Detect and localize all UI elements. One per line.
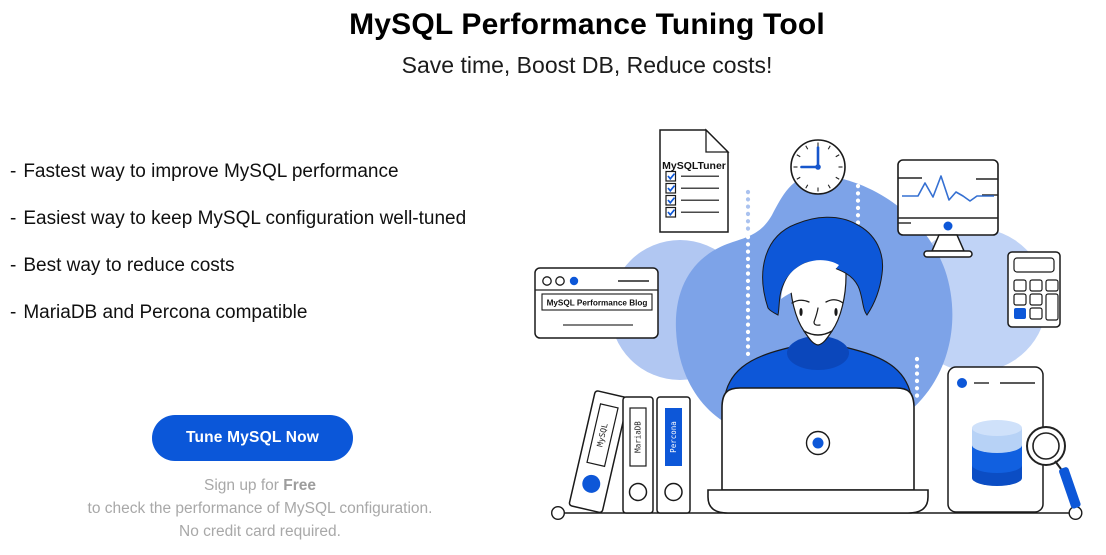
book-percona: Percona [656,396,691,514]
book-mariadb: MariaDB [622,396,654,514]
clock-icon [790,139,846,195]
bullet-dash: - [10,255,17,276]
magnifier-icon [1026,426,1081,509]
signup-line2: to check the performance of MySQL config… [87,500,433,517]
browser-window-icon: MySQL Performance Blog [534,267,659,339]
signup-prefix: Sign up for [203,477,284,494]
tune-mysql-button[interactable]: Tune MySQL Now [152,415,353,461]
feature-text: Easiest way to keep MySQL configuration … [23,208,467,229]
signup-free-label: Free [283,477,317,494]
eyebrow-left [791,299,810,304]
feature-text: MariaDB and Percona compatible [23,302,308,323]
browser-title-label: MySQL Performance Blog [547,299,648,308]
tablet-card-icon [947,366,1044,513]
illustration: MySQLTuner [534,128,1083,521]
bullet-dash: - [10,161,17,182]
feature-text: Fastest way to improve MySQL performance [23,161,399,182]
feature-item: -Best way to reduce costs [10,254,466,278]
bullet-dash: - [10,208,17,229]
signup-note: Sign up for Free to check the performanc… [5,474,515,543]
hair [762,216,884,316]
hero-header: MySQL Performance Tuning Tool Save time,… [0,8,1106,79]
monitor-icon [897,159,999,258]
database-icon [972,420,1022,486]
eyebrow-right [825,299,844,304]
mysqltuner-document-icon: MySQLTuner [659,128,730,233]
nose [813,307,821,326]
feature-text: Best way to reduce costs [23,255,235,276]
hair-fringe [781,260,839,299]
feature-list: -Fastest way to improve MySQL performanc… [10,160,466,348]
bullet-dash: - [10,302,17,323]
signup-line3: No credit card required. [179,523,341,540]
laptop-icon [707,387,929,514]
signup-line1: Sign up for Free [5,474,515,497]
chart-line [902,175,994,202]
book-mariadb-label: MariaDB [634,421,643,453]
page-title: MySQL Performance Tuning Tool [349,8,825,41]
eye-right [834,308,838,316]
book-percona-label: Percona [669,421,678,453]
page-subtitle: Save time, Boost DB, Reduce costs! [401,52,773,78]
eye-left [799,308,803,316]
mouth [803,330,833,336]
feature-item: -Easiest way to keep MySQL configuration… [10,207,466,231]
mysqltuner-label: MySQLTuner [662,160,726,172]
turtleneck-collar [787,336,849,370]
feature-item: -Fastest way to improve MySQL performanc… [10,160,466,184]
book-mysql: MySQL [568,390,629,514]
calculator-icon [1007,251,1061,328]
feature-item: -MariaDB and Percona compatible [10,301,466,325]
